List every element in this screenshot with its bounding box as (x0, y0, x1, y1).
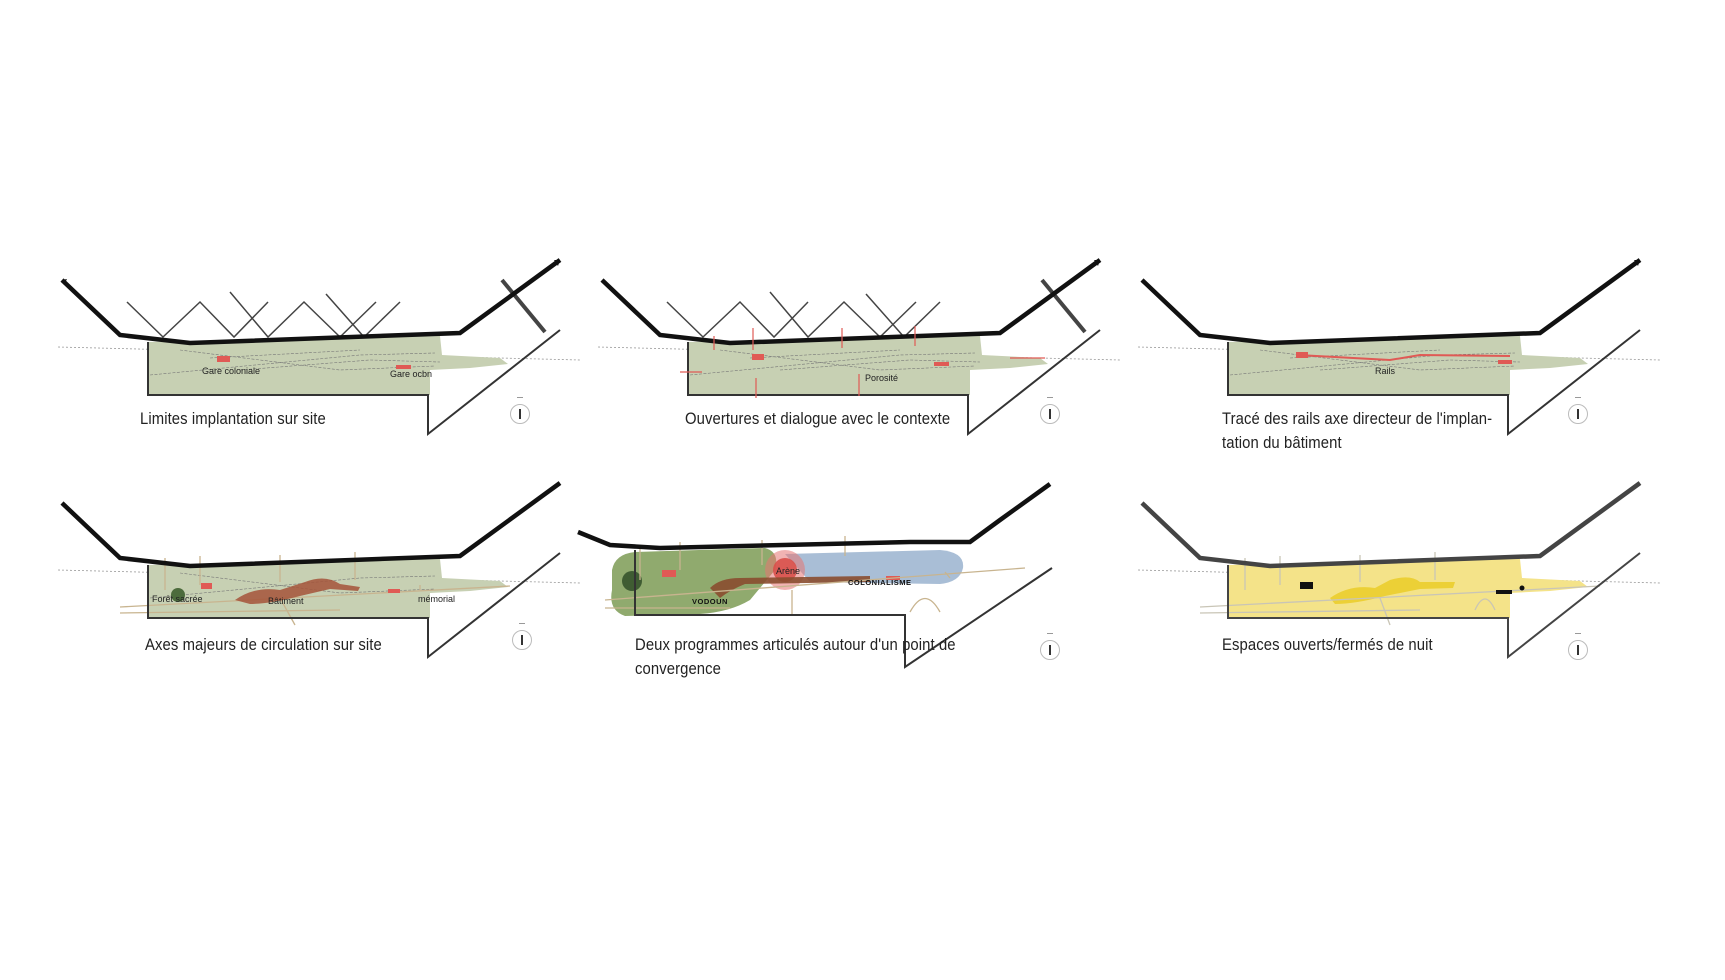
north-arrow-icon (512, 623, 532, 650)
label-gare-coloniale: Gare coloniale (202, 366, 260, 376)
diagram-ouvertures: Porosité (597, 258, 1121, 437)
label-rails: Rails (1375, 366, 1396, 376)
panel-limites: Gare coloniale Gare ocbn Limites implant… (40, 250, 581, 510)
panel-rails: Rails Tracé des rails axe directeur de l… (1120, 250, 1661, 510)
north-arrow-icon (510, 397, 530, 424)
caption-ouvertures: Ouvertures et dialogue avec le contexte (685, 410, 951, 428)
panel-programmes: Arène VODOUN COLONIALISME Deux programme… (577, 482, 1120, 750)
panel-ouvertures: Porosité Ouvertures et dialogue avec le … (580, 250, 1121, 510)
label-colonialisme: COLONIALISME (848, 578, 912, 587)
label-arene: Arène (776, 566, 800, 576)
label-batiment: Bâtiment (268, 596, 304, 606)
diagram-rails: Rails (1137, 258, 1661, 437)
label-porosite: Porosité (865, 373, 898, 383)
caption-programmes: Deux programmes articulés autour d'un po… (635, 636, 956, 678)
label-memorial: mémorial (418, 594, 455, 604)
north-arrow-icon (1040, 633, 1060, 660)
diagram-programmes: Arène VODOUN COLONIALISME (577, 482, 1053, 669)
caption-limites: Limites implantation sur site (140, 410, 326, 428)
diagram-axes: Forêt sacrée Bâtiment mémorial (57, 481, 581, 660)
panel-axes: Forêt sacrée Bâtiment mémorial Axes maje… (40, 481, 581, 750)
label-vodoun: VODOUN (692, 597, 728, 606)
diagram-nuit (1137, 481, 1661, 660)
caption-axes: Axes majeurs de circulation sur site (145, 636, 382, 654)
diagram-limites: Gare coloniale Gare ocbn (57, 258, 581, 437)
north-arrow-icon (1568, 633, 1588, 660)
caption-rails: Tracé des rails axe directeur de l'impla… (1222, 410, 1493, 452)
north-arrow-icon (1568, 397, 1588, 424)
label-gare-ocbn: Gare ocbn (390, 369, 432, 379)
caption-nuit: Espaces ouverts/fermés de nuit (1222, 636, 1433, 654)
label-foret: Forêt sacrée (152, 594, 203, 604)
north-arrow-icon (1040, 397, 1060, 424)
panel-nuit: Espaces ouverts/fermés de nuit (1120, 481, 1661, 750)
